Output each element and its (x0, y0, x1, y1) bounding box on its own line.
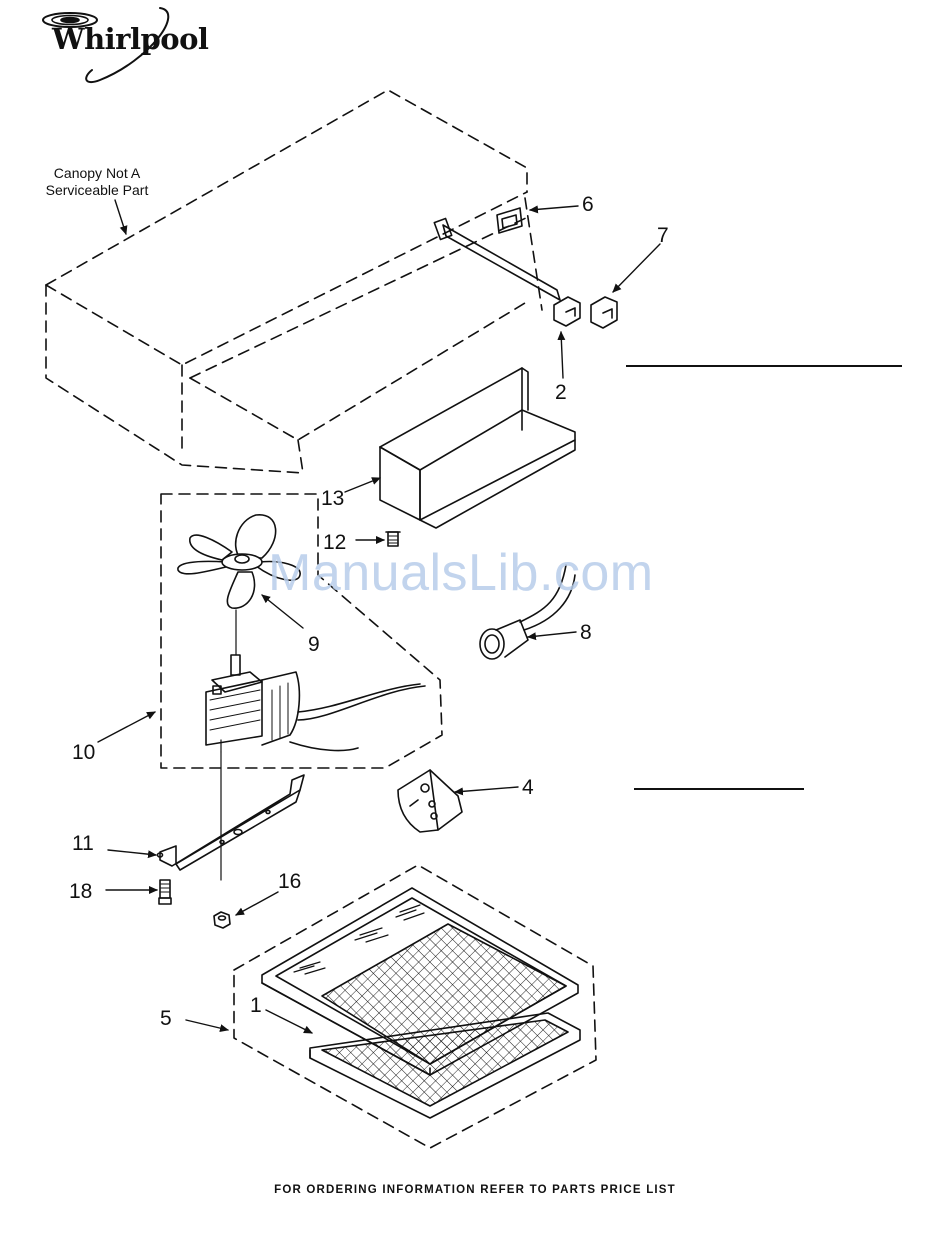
motor-assembly-outline (161, 494, 442, 768)
callout-13: 13 (321, 488, 344, 510)
callout-11: 11 (72, 833, 94, 855)
callout-2: 2 (555, 382, 567, 404)
callout-4: 4 (522, 777, 534, 799)
blank-rule-upper (626, 365, 902, 367)
switch-bar-assembly (434, 208, 617, 328)
canopy-outline (46, 90, 542, 473)
canopy-note-line-1: Canopy Not A (34, 165, 160, 182)
canopy-note-line-2: Serviceable Part (34, 182, 160, 199)
watermark: ManualsLib.com (268, 543, 654, 603)
hex-nut (214, 912, 230, 928)
callout-8: 8 (580, 622, 592, 644)
callout-7: 7 (657, 225, 669, 247)
callout-18: 18 (69, 881, 92, 903)
callout-16: 16 (278, 871, 301, 893)
blank-rule-lower (634, 788, 804, 790)
motor-mounting-bracket (158, 775, 305, 870)
callout-9: 9 (308, 634, 320, 656)
shelf-bracket (380, 368, 575, 528)
lamp-bracket (398, 770, 462, 832)
canopy-note: Canopy Not A Serviceable Part (34, 165, 160, 199)
screw-18 (159, 880, 171, 904)
ordering-info-footer: FOR ORDERING INFORMATION REFER TO PARTS … (0, 1184, 950, 1196)
callout-1: 1 (250, 995, 262, 1017)
callout-6: 6 (582, 194, 594, 216)
brand-logo: Whirlpool (52, 22, 208, 56)
callout-10: 10 (72, 742, 95, 764)
callout-5: 5 (160, 1008, 172, 1030)
